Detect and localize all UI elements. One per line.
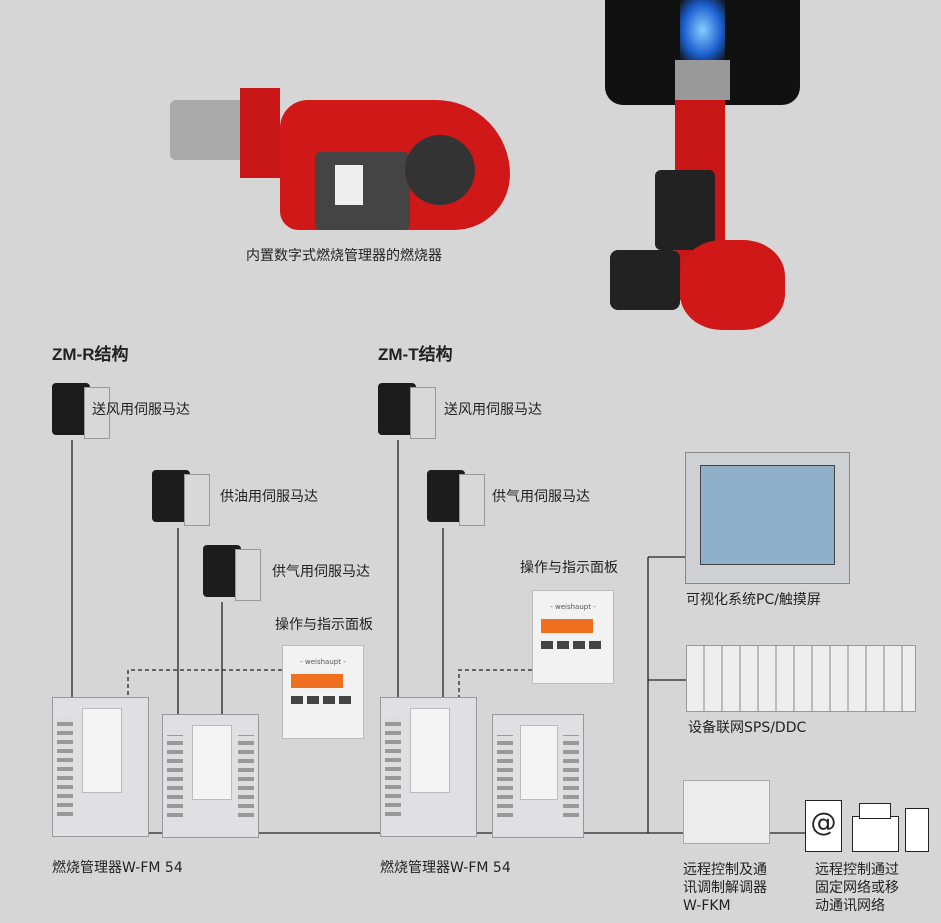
burner-vertical [605, 0, 800, 340]
label: 讯调制解调器 [683, 880, 767, 896]
label: 供油用伺服马达 [220, 489, 318, 505]
servo-motor-air [52, 383, 110, 441]
label: 供气用伺服马达 [492, 489, 590, 505]
servo-motor-gas [427, 470, 485, 528]
control-panel: - weishaupt - [282, 645, 364, 739]
controller-wfm54 [52, 697, 149, 837]
zmt-title: ZM-T结构 [378, 345, 453, 364]
mobile-phone-icon [905, 808, 929, 852]
servo-motor-gas [203, 545, 261, 603]
label: 操作与指示面板 [275, 617, 373, 633]
servo-motor-oil [152, 470, 210, 528]
label: 燃烧管理器W-FM 54 [380, 860, 511, 876]
sps-rack [686, 645, 916, 712]
controller-extension [492, 714, 584, 838]
label: 供气用伺服马达 [272, 564, 370, 580]
controller-wfm54 [380, 697, 477, 837]
control-panel: - weishaupt - [532, 590, 614, 684]
email-icon: @ [805, 800, 842, 852]
label: 远程控制通过 [815, 862, 899, 878]
controller-extension [162, 714, 259, 838]
label: 动通讯网络 [815, 898, 885, 914]
fkm-modem [683, 780, 770, 844]
label: 固定网络或移 [815, 880, 899, 896]
burner-horizontal [170, 80, 510, 240]
brand: - weishaupt - [550, 603, 596, 611]
label: W-FKM [683, 898, 731, 914]
label: 操作与指示面板 [520, 560, 618, 576]
label: 送风用伺服马达 [92, 402, 190, 418]
label: 设备联网SPS/DDC [688, 720, 807, 736]
fax-icon [852, 803, 899, 852]
zmr-title: ZM-R结构 [52, 345, 129, 364]
label: 可视化系统PC/触摸屏 [686, 592, 821, 608]
brand: - weishaupt - [300, 658, 346, 666]
burner-caption: 内置数字式燃烧管理器的燃烧器 [246, 248, 442, 264]
label: 燃烧管理器W-FM 54 [52, 860, 183, 876]
servo-motor-air [378, 383, 436, 441]
label: 远程控制及通 [683, 862, 767, 878]
touchscreen-pc [685, 452, 850, 584]
label: 送风用伺服马达 [444, 402, 542, 418]
